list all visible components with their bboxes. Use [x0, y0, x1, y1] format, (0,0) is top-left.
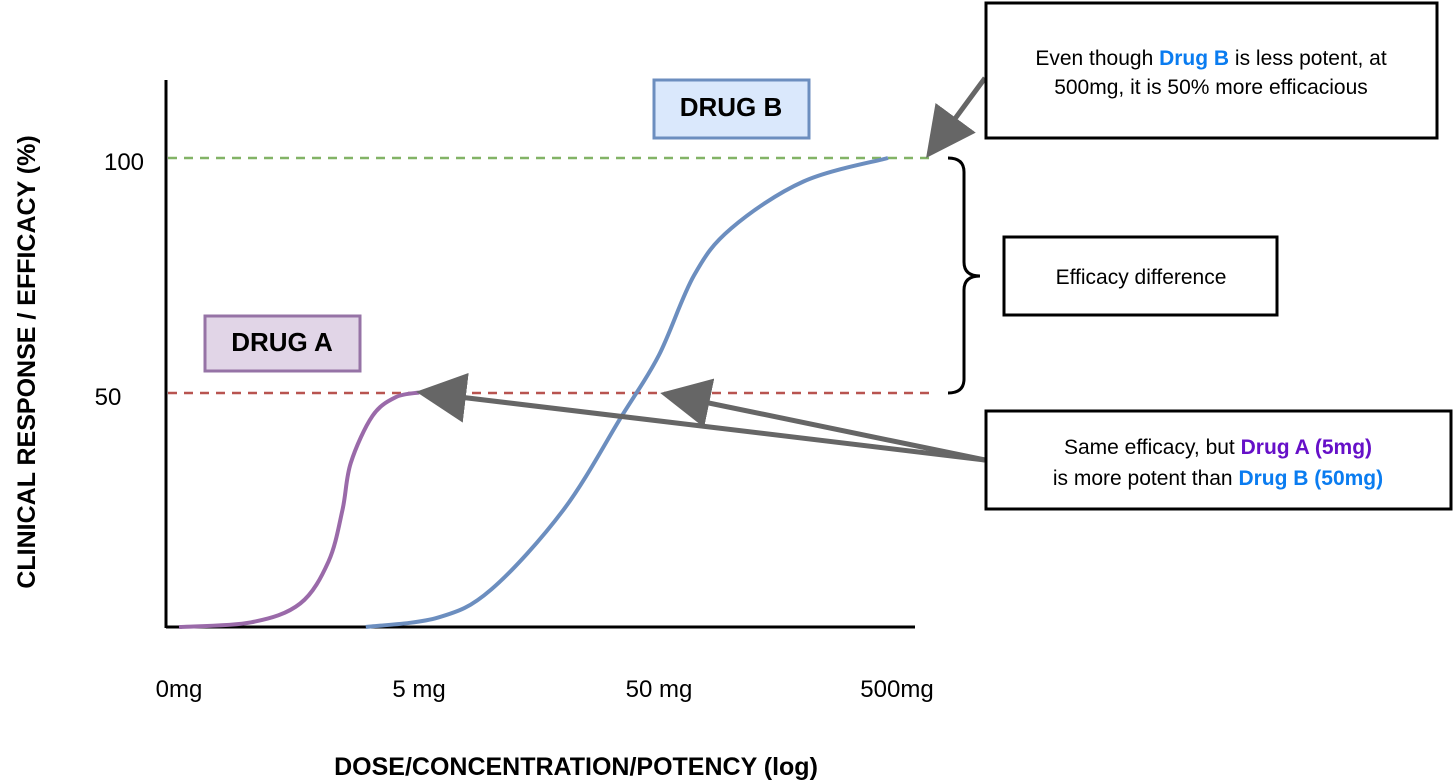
efficacy-difference-label: Efficacy difference: [1056, 266, 1227, 289]
efficacy-difference-bracket: [947, 156, 981, 395]
x-tick-label-0mg: 0mg: [156, 676, 203, 703]
drug-b-curve: [365, 156, 889, 629]
drug-a-label: DRUG A: [231, 327, 333, 357]
top-callout-line2: 500mg, it is 50% more efficacious: [1054, 76, 1368, 99]
top-callout-line1: Even though Drug B is less potent, at: [1035, 47, 1387, 70]
drug-b-label: DRUG B: [680, 92, 783, 122]
top-callout-drug-b: Drug B: [1159, 47, 1229, 70]
top-callout-arrow: [926, 76, 988, 159]
bottom-callout-line2: is more potent than Drug B (50mg): [1053, 467, 1383, 490]
y-tick-label-100: 100: [104, 149, 144, 176]
x-axis-title: DOSE/CONCENTRATION/POTENCY (log): [334, 753, 818, 781]
bottom-callout-drug-a: Drug A (5mg): [1241, 436, 1372, 459]
y-axis-title: CLINICAL RESPONSE / EFFICACY (%): [13, 135, 41, 588]
drug-b-arrow: [660, 378, 986, 463]
drug-b-label-box: [652, 78, 811, 140]
drug-a-curve: [178, 390, 420, 629]
top-callout-box: [984, 1, 1439, 140]
x-tick-label-5mg: 5 mg: [392, 676, 445, 703]
y-tick-label-50: 50: [95, 384, 122, 411]
drug-a-label-box: [203, 314, 362, 373]
efficacy-difference-box: [1002, 235, 1279, 317]
x-tick-label-500mg: 500mg: [860, 676, 933, 703]
x-tick-label-50mg: 50 mg: [626, 676, 693, 703]
bottom-callout-box: [984, 409, 1453, 511]
bottom-callout-line1: Same efficacy, but Drug A (5mg): [1064, 436, 1372, 459]
bottom-callout-drug-b: Drug B (50mg): [1238, 467, 1383, 490]
